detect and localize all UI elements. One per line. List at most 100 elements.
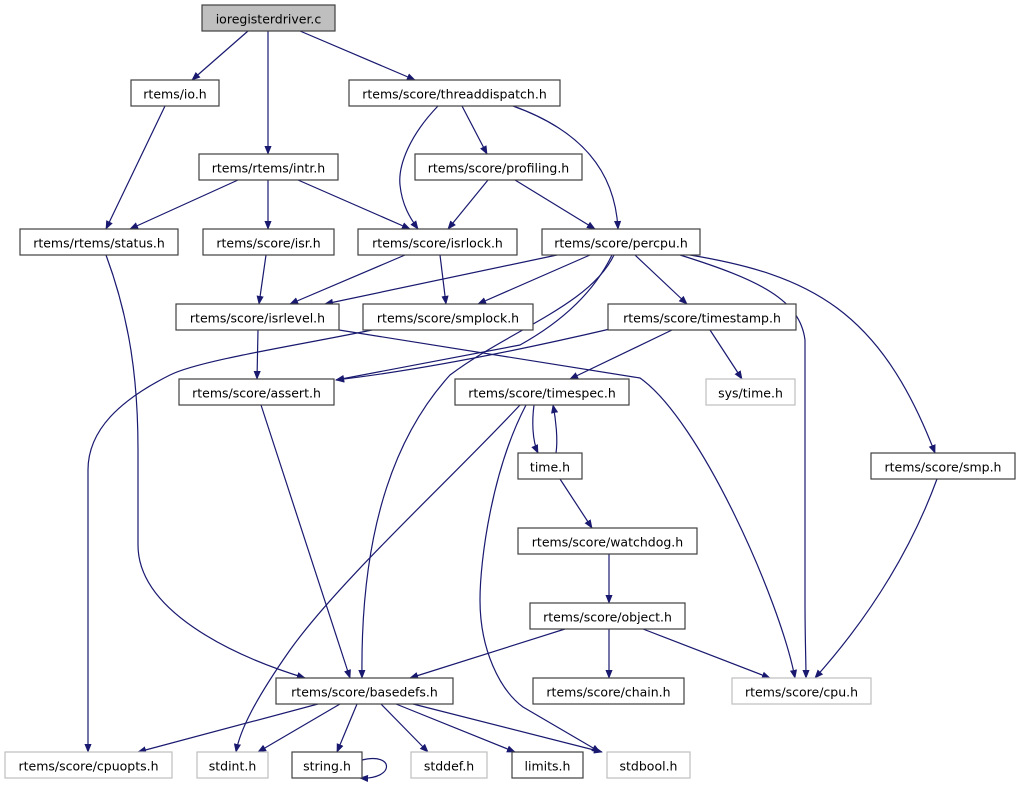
node-watchdog[interactable]: rtems/score/watchdog.h — [517, 527, 698, 555]
node-cpu: rtems/score/cpu.h — [731, 677, 872, 705]
node-box — [19, 228, 179, 256]
node-timespec[interactable]: rtems/score/timespec.h — [454, 378, 630, 406]
edge-timestamp-to-assert — [335, 328, 611, 383]
node-label: stddef.h — [424, 759, 474, 774]
edge-isrlevel-to-cpu — [338, 329, 798, 679]
edge-percpu-to-basedefs — [358, 254, 615, 679]
node-label: rtems/score/cpu.h — [745, 685, 858, 700]
node-box — [348, 79, 561, 107]
edge-time-to-watchdog — [559, 478, 593, 529]
edge-intr-to-isrlock — [297, 179, 411, 230]
node-box — [362, 303, 534, 331]
node-assert[interactable]: rtems/score/assert.h — [178, 378, 335, 406]
node-intr[interactable]: rtems/rtems/intr.h — [198, 153, 339, 181]
node-label: rtems/score/timespec.h — [468, 386, 616, 401]
edge-timespec-to-stdbool — [479, 404, 601, 753]
edge-isrlock-to-isrlevel — [289, 254, 406, 305]
node-label: rtems/score/object.h — [543, 610, 672, 625]
node-box — [606, 751, 691, 779]
node-box — [201, 4, 336, 32]
node-label: stdbool.h — [620, 759, 678, 774]
node-box — [414, 153, 583, 181]
node-label: rtems/io.h — [143, 87, 206, 102]
edge-status-to-basedefs — [105, 254, 306, 680]
node-time[interactable]: time.h — [517, 452, 583, 480]
edge-timestamp-to-systime — [709, 329, 743, 380]
edge-basedefs-to-stdint — [257, 703, 341, 753]
node-timestamp[interactable]: rtems/score/timestamp.h — [607, 303, 797, 331]
edge-percpu-to-smp — [689, 254, 936, 454]
node-cpuopts: rtems/score/cpuopts.h — [4, 751, 173, 779]
edge-object-to-basedefs — [409, 628, 566, 679]
node-ioregisterdriver: ioregisterdriver.c — [201, 4, 336, 32]
node-isr[interactable]: rtems/score/isr.h — [202, 228, 335, 256]
node-label: string.h — [303, 759, 351, 774]
edge-threaddispatch-to-profiling — [461, 105, 488, 155]
node-box — [607, 303, 797, 331]
node-label: ioregisterdriver.c — [216, 12, 322, 27]
node-string[interactable]: string.h — [291, 751, 363, 779]
edge-percpu-to-assert — [335, 254, 613, 383]
node-label: stdint.h — [209, 759, 257, 774]
edge-percpu-to-timestamp — [634, 254, 688, 305]
edge-ioregisterdriver-to-io — [191, 30, 249, 81]
edge-basedefs-to-stdbool — [412, 703, 603, 754]
edge-isrlevel-to-assert — [253, 329, 261, 380]
edge-basedefs-to-string — [336, 703, 358, 753]
node-label: rtems/score/isrlock.h — [372, 236, 503, 251]
node-smp[interactable]: rtems/score/smp.h — [870, 452, 1016, 480]
edge-threaddispatch-to-isrlock — [399, 105, 439, 230]
edge-percpu-to-isrlevel — [324, 254, 558, 306]
node-status[interactable]: rtems/rtems/status.h — [19, 228, 179, 256]
node-object[interactable]: rtems/score/object.h — [529, 602, 686, 630]
node-box — [130, 79, 220, 107]
node-label: rtems/score/profiling.h — [428, 161, 569, 176]
node-percpu[interactable]: rtems/score/percpu.h — [541, 228, 701, 256]
edge-isr-to-isrlevel — [256, 254, 267, 305]
node-box — [532, 677, 685, 705]
node-label: limits.h — [525, 759, 571, 774]
node-box — [454, 378, 630, 406]
node-io[interactable]: rtems/io.h — [130, 79, 220, 107]
node-box — [196, 751, 269, 779]
node-box — [275, 677, 454, 705]
edge-basedefs-to-limits — [395, 703, 516, 753]
node-isrlock[interactable]: rtems/score/isrlock.h — [357, 228, 518, 256]
edge-assert-to-basedefs — [260, 404, 351, 679]
node-label: rtems/score/assert.h — [192, 386, 321, 401]
node-stdint: stdint.h — [196, 751, 269, 779]
node-limits[interactable]: limits.h — [511, 751, 584, 779]
node-label: rtems/score/smplock.h — [377, 311, 519, 326]
edge-percpu-to-cpu — [679, 254, 810, 679]
node-box — [4, 751, 173, 779]
edge-smp-to-cpu — [814, 478, 938, 679]
node-label: rtems/score/cpuopts.h — [18, 759, 158, 774]
edge-profiling-to-isrlock — [447, 179, 489, 230]
node-label: rtems/score/timestamp.h — [623, 311, 781, 326]
edge-basedefs-to-stddef — [380, 703, 429, 753]
node-box — [178, 378, 335, 406]
node-isrlevel[interactable]: rtems/score/isrlevel.h — [175, 303, 340, 331]
node-box — [357, 228, 518, 256]
node-label: rtems/score/threaddispatch.h — [362, 87, 547, 102]
node-box — [541, 228, 701, 256]
node-box — [705, 378, 796, 406]
node-label: rtems/score/isrlevel.h — [190, 311, 325, 326]
node-label: rtems/rtems/intr.h — [212, 161, 325, 176]
edge-basedefs-to-cpuopts — [137, 703, 319, 754]
node-basedefs[interactable]: rtems/score/basedefs.h — [275, 677, 454, 705]
node-box — [511, 751, 584, 779]
node-label: rtems/score/smp.h — [885, 460, 1002, 475]
node-chain[interactable]: rtems/score/chain.h — [532, 677, 685, 705]
node-smplock[interactable]: rtems/score/smplock.h — [362, 303, 534, 331]
node-label: time.h — [530, 460, 570, 475]
node-threaddispatch[interactable]: rtems/score/threaddispatch.h — [348, 79, 561, 107]
node-box — [731, 677, 872, 705]
edge-smplock-to-cpuopts — [84, 329, 373, 753]
edge-string-to-string — [359, 758, 388, 783]
node-box — [529, 602, 686, 630]
edge-profiling-to-percpu — [514, 179, 596, 230]
node-profiling[interactable]: rtems/score/profiling.h — [414, 153, 583, 181]
edge-object-to-cpu — [642, 628, 771, 679]
